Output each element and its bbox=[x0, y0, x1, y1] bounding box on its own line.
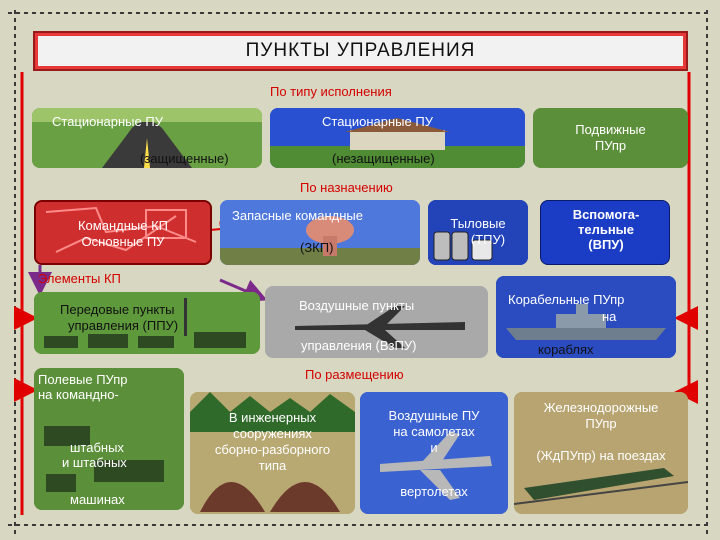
rail-line2: ПУпр bbox=[585, 416, 617, 431]
building-icon bbox=[270, 108, 525, 168]
field-line3: штабных bbox=[70, 440, 124, 455]
air-line2: управления (ВзПУ) bbox=[301, 338, 417, 353]
engineering-line1: В инженерных bbox=[228, 410, 317, 425]
field-line4: и штабных bbox=[62, 455, 127, 470]
forward-line1: Передовые пункты bbox=[60, 302, 175, 317]
forward-node: Передовые пункты управления (ППУ) bbox=[34, 292, 260, 354]
stationary-protected-top: Стационарные ПУ bbox=[52, 114, 163, 129]
stationary-protected-bottom: (защищенные) bbox=[140, 151, 229, 166]
engineering-line4: типа bbox=[258, 458, 287, 473]
aux-line2: тельные bbox=[577, 222, 635, 237]
vehicles-icon bbox=[34, 292, 260, 354]
barrels-icon bbox=[428, 200, 528, 265]
frame-left-dash bbox=[14, 6, 16, 534]
ship-node: Корабельные ПУпр на кораблях bbox=[496, 276, 676, 358]
reserve-line2: (ЗКП) bbox=[300, 240, 334, 255]
stationary-unprotected-bottom: (незащищенные) bbox=[332, 151, 435, 166]
reserve-line1: Запасные командные bbox=[232, 208, 363, 223]
rear-line2: (ТПУ) bbox=[470, 232, 506, 247]
airborne-line3: и bbox=[430, 440, 438, 455]
engineering-node: В инженерных сооружениях сборно-разборно… bbox=[190, 392, 355, 514]
reserve-node: Запасные командные (ЗКП) bbox=[220, 200, 420, 265]
engineering-line2: сооружениях bbox=[233, 426, 312, 441]
field-line1: Полевые ПУпр bbox=[38, 372, 128, 387]
tunnel-icon bbox=[32, 108, 262, 168]
rail-node: Железнодорожные ПУпр (ЖдПУпр) на поездах bbox=[514, 392, 688, 514]
field-node: Полевые ПУпр на командно- штабных и штаб… bbox=[34, 368, 184, 510]
rail-line1: Железнодорожные bbox=[543, 400, 659, 415]
command-line2: Основные ПУ bbox=[81, 234, 165, 249]
aux-line3: (ВПУ) bbox=[588, 237, 624, 252]
page-title: ПУНКТЫ УПРАВЛЕНИЯ bbox=[38, 36, 683, 66]
airplane-icon bbox=[265, 286, 488, 358]
air-node: Воздушные пункты управления (ВзПУ) bbox=[265, 286, 488, 358]
stationary-protected-node: Стационарные ПУ (защищенные) bbox=[32, 108, 262, 168]
page-title-frame: ПУНКТЫ УПРАВЛЕНИЯ bbox=[33, 31, 688, 71]
auxiliary-node: Вспомога- тельные (ВПУ) bbox=[540, 200, 670, 265]
mobile-node: Подвижные ПУпр bbox=[533, 108, 688, 168]
stationary-unprotected-node: Стационарные ПУ (незащищенные) bbox=[270, 108, 525, 168]
section-elements: Элементы КП bbox=[38, 271, 121, 286]
warship-icon bbox=[496, 276, 676, 358]
forward-line2: управления (ППУ) bbox=[68, 318, 179, 333]
airborne-line4: вертолетах bbox=[400, 484, 468, 499]
frame-bottom-dash bbox=[8, 524, 708, 526]
air-line1: Воздушные пункты bbox=[299, 298, 415, 313]
rear-line1: Тыловые bbox=[450, 216, 506, 231]
airborne-line2: на самолетах bbox=[393, 424, 475, 439]
rail-line3: (ЖдПУпр) на поездах bbox=[536, 448, 666, 463]
ship-line1: Корабельные ПУпр bbox=[508, 292, 625, 307]
field-vehicles-icon bbox=[34, 368, 184, 510]
aux-line1: Вспомога- bbox=[572, 207, 640, 222]
section-by-placement: По размещению bbox=[305, 367, 404, 382]
section-by-purpose: По назначению bbox=[300, 180, 393, 195]
command-node: Командные КП Основные ПУ bbox=[34, 200, 212, 265]
engineering-line3: сборно-разборного bbox=[214, 442, 331, 457]
field-line5: машинах bbox=[70, 492, 125, 507]
ship-line3: кораблях bbox=[538, 342, 594, 357]
stationary-unprotected-top: Стационарные ПУ bbox=[322, 114, 433, 129]
mobile-line2: ПУпр bbox=[594, 138, 627, 153]
frame-right-dash bbox=[706, 6, 708, 534]
mushroom-cloud-icon bbox=[220, 200, 420, 265]
field-line2: на командно- bbox=[38, 387, 119, 402]
command-line1: Командные КП bbox=[77, 218, 169, 233]
rear-node: Тыловые (ТПУ) bbox=[428, 200, 528, 265]
ship-line2: на bbox=[602, 309, 617, 324]
map-icon bbox=[36, 202, 210, 263]
train-icon bbox=[514, 392, 688, 514]
tents-icon bbox=[190, 392, 355, 514]
airborne-line1: Воздушные ПУ bbox=[388, 408, 480, 423]
aircraft-icon bbox=[360, 392, 508, 514]
mobile-line1: Подвижные bbox=[575, 122, 646, 137]
frame-top-dash bbox=[8, 12, 708, 14]
airborne-node: Воздушные ПУ на самолетах и вертолетах bbox=[360, 392, 508, 514]
section-by-type: По типу исполнения bbox=[270, 84, 392, 99]
